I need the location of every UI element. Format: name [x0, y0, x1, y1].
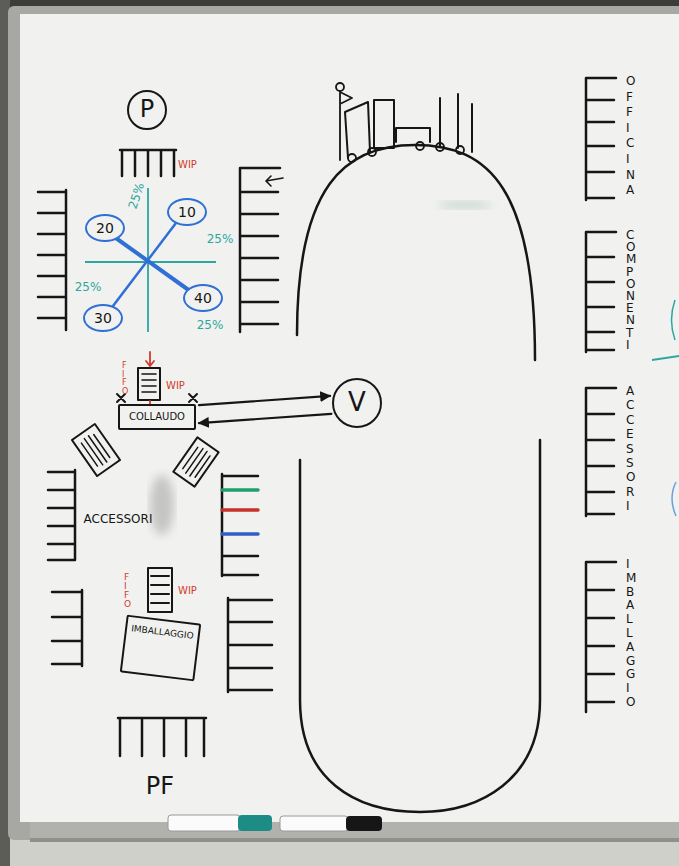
node-label: 20: [96, 220, 114, 236]
department-label: COMPONENTI: [626, 229, 628, 351]
percentage-label: 25%: [197, 319, 224, 332]
percentage-ellipse: 10: [167, 198, 207, 226]
wip-label: WIP: [178, 585, 197, 596]
percentage-label: 25%: [75, 281, 102, 294]
wip-label: WIP: [166, 380, 185, 391]
station-box: IMBALLAGGIO: [119, 615, 201, 682]
node-label: V: [348, 388, 366, 418]
percentage-label: 25%: [207, 233, 234, 246]
department-label: IMBALLAGGIO: [626, 558, 628, 710]
track: [297, 145, 535, 360]
department-label: ACCESSORI: [626, 384, 628, 514]
node-label: P: [140, 96, 154, 124]
station-box: COLLAUDO: [118, 404, 196, 430]
process-circle: P: [127, 90, 167, 130]
fifo-label: FIFO: [124, 573, 126, 609]
fifo-label: FIFO: [122, 362, 124, 396]
track: [300, 440, 540, 812]
node-label: 10: [178, 204, 196, 220]
node-label: 30: [94, 310, 112, 326]
node-label: IMBALLAGGIO: [130, 623, 193, 641]
node-label: COLLAUDO: [129, 411, 185, 423]
finished-goods-label: PF: [146, 773, 174, 799]
percentage-ellipse: 40: [183, 284, 223, 312]
vehicle-circle: V: [332, 378, 382, 428]
flow-arrow: [199, 396, 330, 405]
wip-label: WIP: [178, 159, 197, 170]
area-label: ACCESSORI: [84, 513, 153, 526]
department-label: OFFICINA: [626, 74, 628, 199]
percentage-ellipse: 20: [85, 214, 125, 242]
marker-pens: [168, 815, 382, 831]
flow-arrow: [199, 414, 331, 423]
percentage-ellipse: 30: [83, 304, 123, 332]
node-label: 40: [194, 290, 212, 306]
